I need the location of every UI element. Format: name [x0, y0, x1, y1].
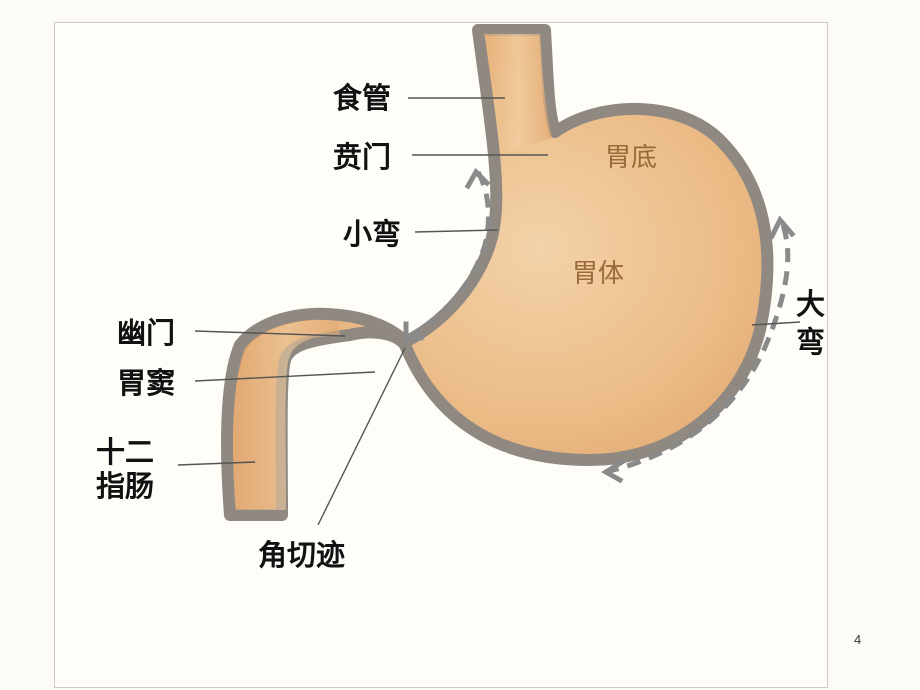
leader-greater-curvature	[751, 321, 801, 326]
lesser-curvature-arrow	[406, 170, 492, 341]
leader-angular-incisure	[317, 347, 406, 526]
label-cardia: 贲门	[333, 140, 391, 174]
lesser-arrowhead-bottom	[403, 321, 424, 343]
greater-curvature-arrow	[604, 221, 791, 475]
greater-arrowhead-bottom	[601, 458, 626, 484]
leader-duodenum	[177, 461, 256, 466]
label-lesser-curvature: 小弯	[343, 217, 401, 251]
label-body: 胃体	[572, 259, 624, 289]
lesser-arrowhead-top	[464, 167, 491, 190]
leader-antrum	[194, 371, 376, 382]
label-esophagus: 食管	[333, 81, 391, 115]
label-antrum: 胃窦	[117, 366, 175, 400]
greater-arrowhead-top	[768, 215, 796, 240]
duodenum-tube	[233, 320, 340, 510]
label-pylorus: 幽门	[117, 316, 175, 350]
label-duodenum-line2: 指肠	[96, 469, 154, 503]
stomach-shape	[221, 24, 774, 521]
leader-lesser-curvature	[414, 229, 499, 233]
label-greater-curvature-line2: 弯	[796, 325, 825, 359]
label-duodenum-line1: 十二	[96, 435, 154, 469]
label-greater-curvature-line1: 大	[796, 287, 825, 321]
esophagus-tube	[484, 34, 552, 150]
page-number: 4	[854, 632, 862, 647]
leader-pylorus	[194, 330, 346, 337]
label-fundus: 胃底	[605, 143, 657, 173]
label-angular-incisure: 角切迹	[258, 538, 345, 572]
